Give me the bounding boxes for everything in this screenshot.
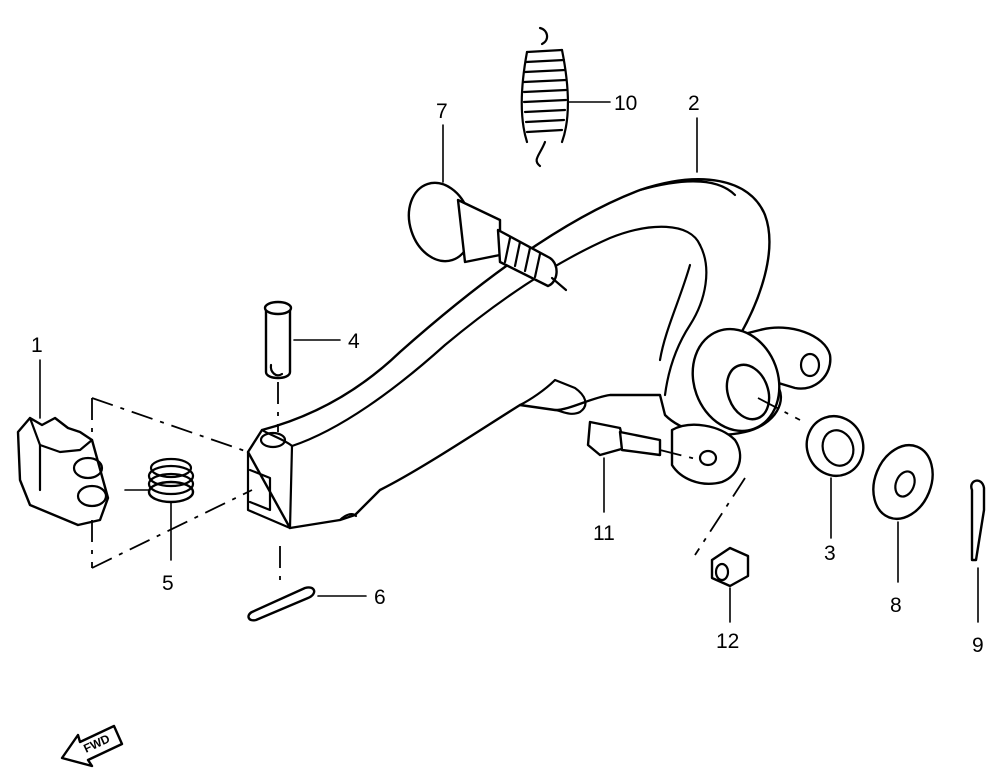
return-spring-small (147, 457, 195, 504)
assembly-lines (91, 382, 801, 582)
lock-nut (710, 546, 750, 588)
washer (872, 444, 934, 520)
split-pin (970, 479, 986, 562)
return-spring-large (520, 26, 570, 168)
cotter-pin (247, 586, 316, 622)
callout-9: 9 (972, 634, 984, 657)
callout-12: 12 (716, 630, 739, 653)
callout-3: 3 (824, 542, 836, 565)
adjuster-bolt (586, 420, 662, 457)
leader-lines (39, 101, 979, 623)
dust-seal (805, 415, 865, 477)
callout-4: 4 (348, 330, 360, 353)
callout-2: 2 (688, 92, 700, 115)
callout-11: 11 (593, 522, 615, 545)
brake-pedal-arm (246, 178, 832, 530)
callout-1: 1 (31, 334, 43, 357)
callout-labels: 1 2 3 4 5 6 7 8 9 10 11 12 (31, 92, 984, 657)
pivot-bolt (407, 181, 568, 292)
callout-7: 7 (436, 100, 448, 123)
clevis-pin (263, 300, 293, 380)
fwd-arrow-icon: FWD (60, 724, 124, 768)
adjuster-block (16, 416, 110, 527)
callout-10: 10 (614, 92, 637, 115)
callout-6: 6 (374, 586, 386, 609)
callout-5: 5 (162, 572, 174, 595)
callout-8: 8 (890, 594, 902, 617)
